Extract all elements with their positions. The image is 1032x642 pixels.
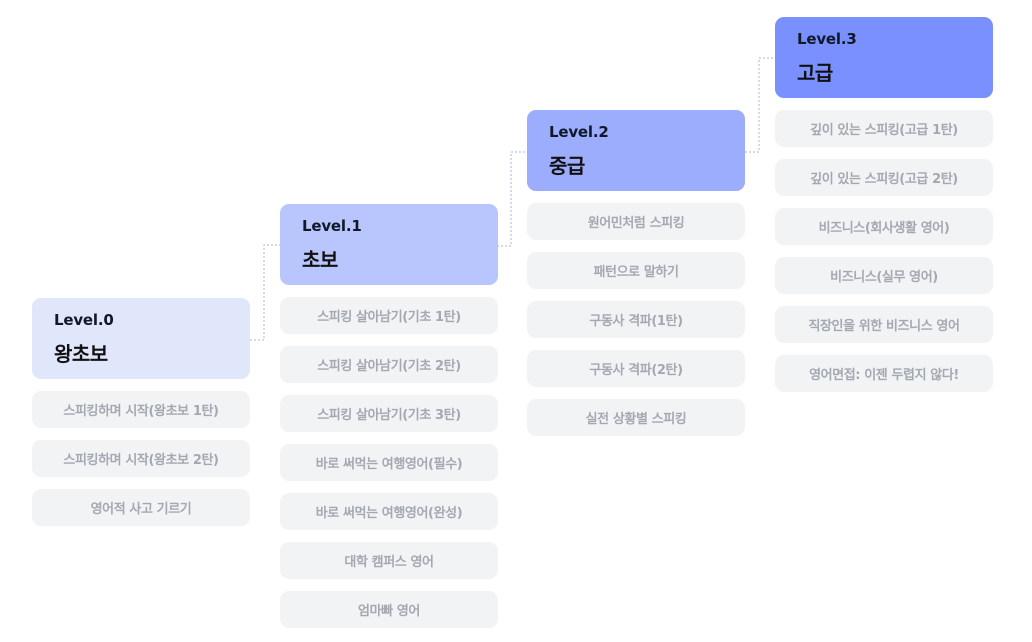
course-item[interactable]: 스피킹하며 시작(왕초보 2탄) <box>32 440 250 477</box>
level-card-3[interactable]: Level.3 고급 <box>775 17 993 98</box>
level-card-2[interactable]: Level.2 중급 <box>527 110 745 191</box>
course-item[interactable]: 바로 써먹는 여행영어(필수) <box>280 444 498 481</box>
course-list: 스피킹 살아남기(기초 1탄) 스피킹 살아남기(기초 2탄) 스피킹 살아남기… <box>280 297 498 628</box>
course-item[interactable]: 원어민처럼 스피킹 <box>527 203 745 240</box>
course-item[interactable]: 대학 캠퍼스 영어 <box>280 542 498 579</box>
level-name: 왕초보 <box>54 341 108 366</box>
course-item[interactable]: 구동사 격파(2탄) <box>527 350 745 387</box>
level-label: Level.0 <box>54 310 114 329</box>
connector-1-2 <box>497 151 527 247</box>
connector-2-3 <box>745 57 775 153</box>
course-item[interactable]: 깊이 있는 스피킹(고급 2탄) <box>775 159 993 196</box>
course-item[interactable]: 스피킹 살아남기(기초 3탄) <box>280 395 498 432</box>
level-label: Level.2 <box>549 122 609 141</box>
course-item[interactable]: 스피킹 살아남기(기초 1탄) <box>280 297 498 334</box>
course-item[interactable]: 영어면접: 이젠 두렵지 않다! <box>775 355 993 392</box>
course-item[interactable]: 스피킹하며 시작(왕초보 1탄) <box>32 391 250 428</box>
course-item[interactable]: 비즈니스(회사생활 영어) <box>775 208 993 245</box>
level-card-0[interactable]: Level.0 왕초보 <box>32 298 250 379</box>
course-item[interactable]: 깊이 있는 스피킹(고급 1탄) <box>775 110 993 147</box>
course-list: 스피킹하며 시작(왕초보 1탄) 스피킹하며 시작(왕초보 2탄) 영어적 사고… <box>32 391 250 526</box>
course-item[interactable]: 구동사 격파(1탄) <box>527 301 745 338</box>
level-name: 고급 <box>797 60 833 85</box>
course-item[interactable]: 바로 써먹는 여행영어(완성) <box>280 493 498 530</box>
level-label: Level.3 <box>797 29 857 48</box>
course-list: 원어민처럼 스피킹 패턴으로 말하기 구동사 격파(1탄) 구동사 격파(2탄)… <box>527 203 745 436</box>
course-list: 깊이 있는 스피킹(고급 1탄) 깊이 있는 스피킹(고급 2탄) 비즈니스(회… <box>775 110 993 392</box>
course-item[interactable]: 비즈니스(실무 영어) <box>775 257 993 294</box>
course-item[interactable]: 패턴으로 말하기 <box>527 252 745 289</box>
connector-0-1 <box>250 244 280 341</box>
level-label: Level.1 <box>302 216 362 235</box>
course-item[interactable]: 스피킹 살아남기(기초 2탄) <box>280 346 498 383</box>
course-item[interactable]: 엄마빠 영어 <box>280 591 498 628</box>
level-column-1: Level.1 초보 스피킹 살아남기(기초 1탄) 스피킹 살아남기(기초 2… <box>280 204 498 640</box>
level-column-2: Level.2 중급 원어민처럼 스피킹 패턴으로 말하기 구동사 격파(1탄)… <box>527 110 745 448</box>
course-item[interactable]: 직장인을 위한 비즈니스 영어 <box>775 306 993 343</box>
level-name: 초보 <box>302 247 338 272</box>
level-name: 중급 <box>549 153 585 178</box>
level-card-1[interactable]: Level.1 초보 <box>280 204 498 285</box>
level-column-0: Level.0 왕초보 스피킹하며 시작(왕초보 1탄) 스피킹하며 시작(왕초… <box>32 298 250 538</box>
course-item[interactable]: 실전 상황별 스피킹 <box>527 399 745 436</box>
course-item[interactable]: 영어적 사고 기르기 <box>32 489 250 526</box>
level-column-3: Level.3 고급 깊이 있는 스피킹(고급 1탄) 깊이 있는 스피킹(고급… <box>775 17 993 404</box>
